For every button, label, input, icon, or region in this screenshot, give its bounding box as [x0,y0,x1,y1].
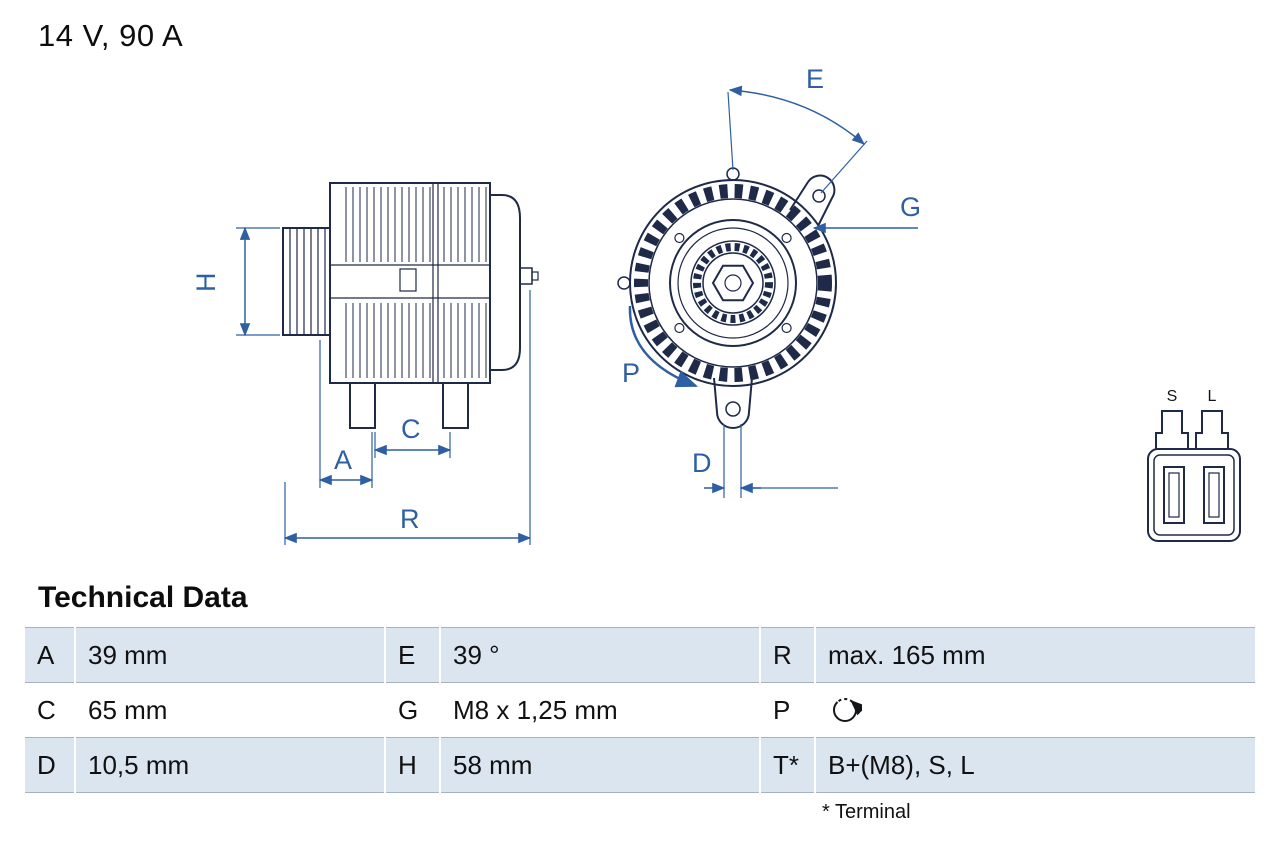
param-key-h: H [385,737,441,793]
rotation-direction-arrow [628,305,699,388]
param-key-a: A [25,627,76,683]
dimension-h [236,226,280,337]
param-key-d: D [25,737,76,793]
side-view-body [282,182,539,429]
dim-label-e: E [806,64,824,94]
pin-label-s: S [1167,388,1178,405]
param-key-t: T* [760,737,816,793]
param-value-c: 65 mm [75,682,386,738]
table-row: D 10,5 mm H 58 mm T* B+(M8), S, L [25,737,1255,793]
pulley [282,227,331,336]
dim-label-r: R [400,504,420,534]
param-key-e: E [385,627,441,683]
alternator-front-view-drawing: E G P D [617,64,921,498]
front-view-body [617,167,837,429]
front-view-dimensions [628,85,918,498]
pin-label-l: L [1208,388,1217,405]
mounting-foot-rear [442,382,469,429]
stator-slot-ring [634,184,832,382]
terminal-footnote: * Terminal [822,801,911,823]
param-key-g: G [385,682,441,738]
param-value-t: B+(M8), S, L [815,737,1255,793]
dimension-r [283,290,532,545]
dim-label-c: C [401,414,421,444]
voltage-amperage-spec: 14 V, 90 A [38,18,184,53]
dimension-d [704,424,838,498]
bottom-lug [713,377,753,429]
param-value-h: 58 mm [440,737,761,793]
mounting-foot-front [349,382,376,429]
terminal-stud [519,267,539,285]
rim-bolt-left [617,276,631,290]
connector-drawing: S L [1147,388,1241,542]
mounting-ear [789,174,836,227]
housing [329,182,491,384]
cooling-fins-bottom [345,303,487,378]
connector-tab-l [1195,410,1229,450]
dim-label-p: P [622,358,640,388]
table-row: C 65 mm G M8 x 1,25 mm P [25,682,1255,738]
side-view-dimensions [236,226,532,545]
technical-data-title: Technical Data [38,581,248,614]
dim-label-d: D [692,448,712,478]
cooling-fins-top [345,187,487,262]
dim-label-g: G [900,192,921,222]
param-key-c: C [25,682,76,738]
shaft-nut [711,264,755,302]
param-value-d: 10,5 mm [75,737,386,793]
connector-tab-s [1155,410,1189,450]
technical-data-table: A 39 mm E 39 ° R max. 165 mm C 65 mm G M… [25,627,1255,793]
dim-label-a: A [334,445,352,475]
rear-cover [490,194,521,371]
technical-data-section: Technical Data A 39 mm E 39 ° R max. 165… [25,581,1255,824]
alternator-side-view-drawing: H A C R [191,182,539,545]
dimension-a [318,340,374,488]
param-value-e: 39 ° [440,627,761,683]
connector-body [1147,410,1241,542]
param-value-r: max. 165 mm [815,627,1255,683]
dim-label-h: H [191,273,221,293]
dimension-c [373,432,452,458]
param-value-a: 39 mm [75,627,386,683]
connector-slot-l [1203,466,1225,524]
param-key-p: P [760,682,816,738]
hub-ring [693,243,773,323]
param-value-p [815,682,1255,738]
table-row: A 39 mm E 39 ° R max. 165 mm [25,627,1255,683]
rotation-direction-icon [833,698,862,723]
param-value-g: M8 x 1,25 mm [440,682,761,738]
param-key-r: R [760,627,816,683]
dimension-e [727,85,868,194]
connector-slot-s [1163,466,1185,524]
